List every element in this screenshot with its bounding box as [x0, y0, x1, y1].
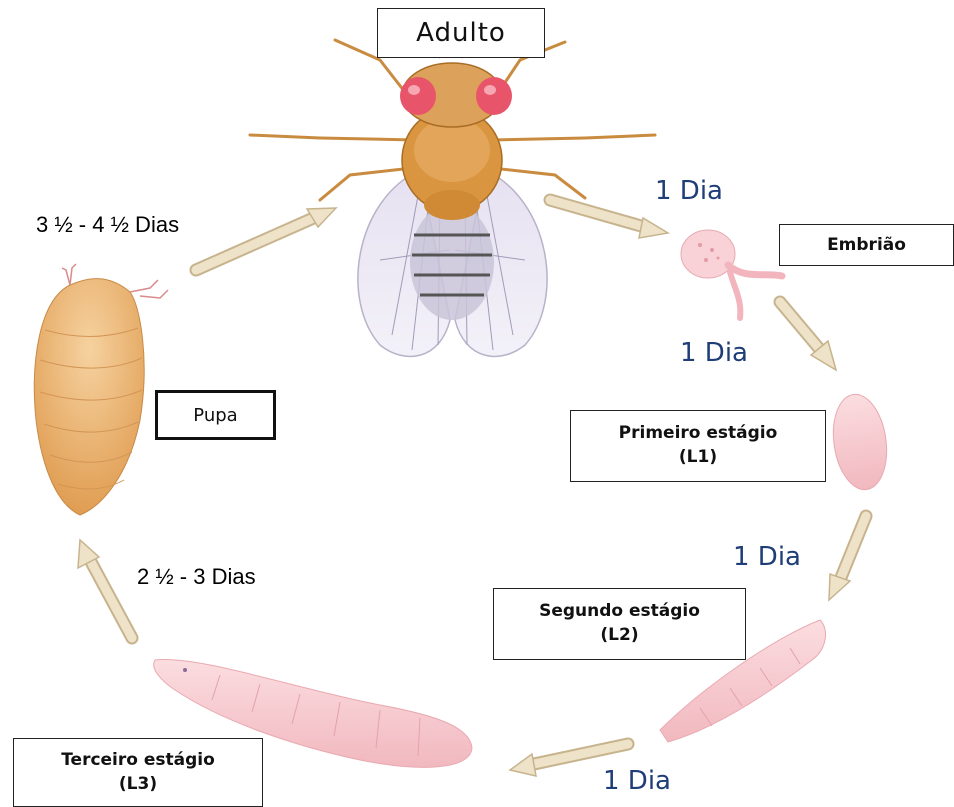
- arrow-l1-to-l2: [829, 516, 866, 600]
- arrow-embryo-to-l1: [780, 302, 836, 370]
- adult-fly: [250, 40, 655, 356]
- duration-pupa-to-adult: 3 ½ - 4 ½ Dias: [36, 210, 183, 242]
- duration-adult-to-embryo: 1 Dia: [655, 176, 723, 206]
- duration-l1-to-l2: 1 Dia: [733, 542, 801, 572]
- pupa-label-text: Pupa: [193, 405, 237, 426]
- second-instar-label: Segundo estágio (L2): [493, 588, 746, 660]
- adult-label-text: Adulto: [416, 18, 506, 48]
- pupa-illustration: [34, 264, 168, 515]
- duration-l2-to-l3: 1 Dia: [603, 766, 671, 796]
- third-instar-code: (L3): [119, 773, 157, 797]
- duration-embryo-to-l1: 1 Dia: [680, 338, 748, 368]
- first-instar-code: (L1): [679, 446, 717, 470]
- first-instar-label: Primeiro estágio (L1): [570, 410, 826, 482]
- arrow-pupa-to-adult: [196, 208, 336, 270]
- embryo-label: Embrião: [779, 224, 954, 266]
- first-instar-larva-illustration: [828, 391, 893, 493]
- first-instar-name: Primeiro estágio: [619, 422, 778, 446]
- pupa-label: Pupa: [155, 390, 276, 440]
- second-instar-code: (L2): [600, 624, 638, 648]
- adult-label: Adulto: [377, 8, 545, 58]
- embryo-label-text: Embrião: [827, 235, 906, 255]
- arrow-adult-to-embryo: [550, 200, 668, 238]
- second-instar-name: Segundo estágio: [539, 600, 700, 624]
- third-instar-label: Terceiro estágio (L3): [13, 738, 263, 807]
- arrow-l3-to-pupa: [78, 540, 132, 638]
- third-instar-name: Terceiro estágio: [61, 749, 215, 773]
- embryo-illustration: [681, 230, 782, 318]
- duration-l3-to-pupa: 2 ½ - 3 Dias: [137, 564, 256, 590]
